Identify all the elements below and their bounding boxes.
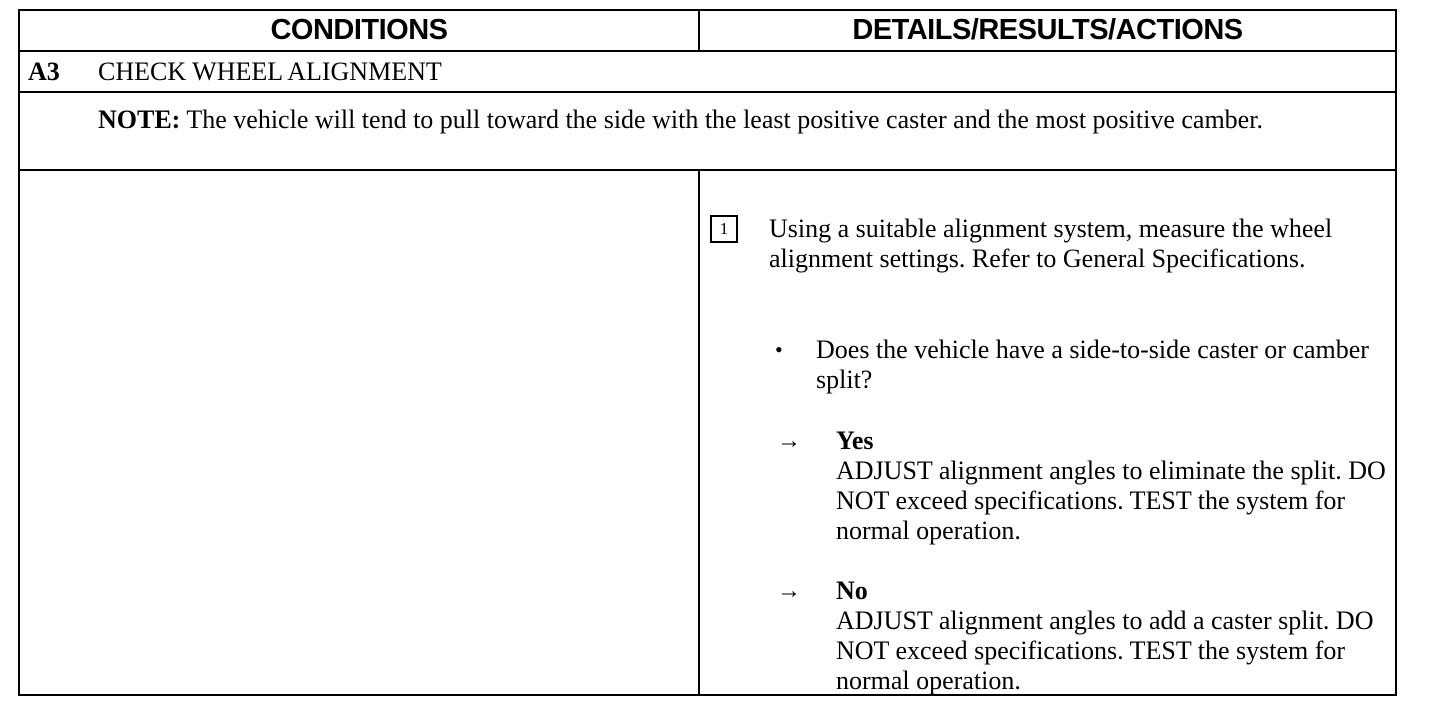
step-body-row: 1 Using a suitable alignment system, mea… — [20, 171, 1396, 696]
no-result: No ADJUST alignment angles to add a cast… — [836, 576, 1396, 696]
step-title: CHECK WHEEL ALIGNMENT — [98, 57, 442, 86]
header-divider — [698, 11, 700, 50]
arrow-right-icon: → — [777, 578, 801, 604]
conditions-header: CONDITIONS — [270, 14, 448, 46]
note-row: NOTE: The vehicle will tend to pull towa… — [20, 93, 1395, 171]
details-header: DETAILS/RESULTS/ACTIONS — [852, 14, 1243, 46]
step-code: A3 — [28, 57, 60, 86]
bullet-icon: • — [775, 337, 783, 362]
yes-result: Yes ADJUST alignment angles to eliminate… — [836, 426, 1396, 546]
body-divider — [698, 171, 700, 694]
note-label: NOTE: — [98, 105, 181, 134]
note-text: NOTE: The vehicle will tend to pull towa… — [98, 105, 1368, 134]
conditions-cell — [20, 171, 698, 694]
arrow-right-icon: → — [777, 428, 801, 454]
yes-action: ADJUST alignment angles to eliminate the… — [836, 456, 1386, 545]
details-cell: 1 Using a suitable alignment system, mea… — [700, 171, 1396, 696]
step-number-box: 1 — [710, 215, 738, 243]
no-action: ADJUST alignment angles to add a caster … — [836, 606, 1374, 695]
question-text: Does the vehicle have a side-to-side cas… — [816, 335, 1369, 394]
note-body: The vehicle will tend to pull toward the… — [186, 105, 1263, 134]
diagnostic-table: CONDITIONS DETAILS/RESULTS/ACTIONS A3 CH… — [18, 9, 1397, 696]
step-heading-row: A3 CHECK WHEEL ALIGNMENT — [20, 52, 1395, 93]
yes-label: Yes — [836, 426, 874, 455]
table-header: CONDITIONS DETAILS/RESULTS/ACTIONS — [20, 11, 1395, 52]
instruction-text: Using a suitable alignment system, measu… — [769, 214, 1333, 273]
no-label: No — [836, 576, 868, 605]
